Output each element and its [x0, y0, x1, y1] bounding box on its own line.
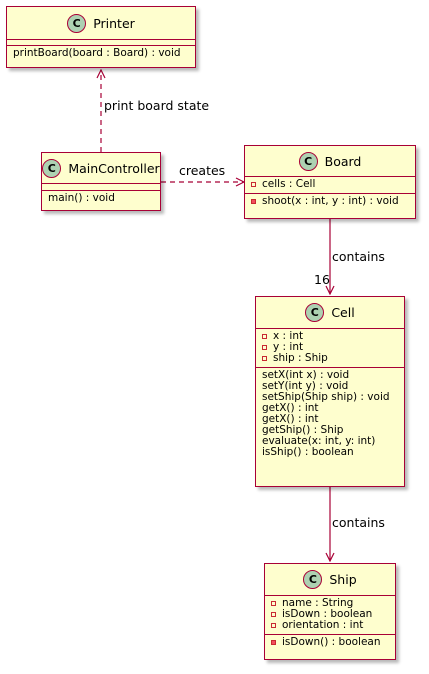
cell-contains-label: contains	[332, 515, 385, 530]
class-name: Printer	[93, 15, 135, 31]
fields-section: cells : Cell	[245, 176, 415, 193]
class-stereotype-icon: C	[303, 570, 323, 589]
method-row: setY(int y) : void	[262, 381, 398, 392]
class-header: C Printer	[7, 7, 195, 39]
board-multiplicity-label: 16	[314, 272, 330, 287]
field-row: name : String	[271, 598, 389, 609]
private-field-icon	[271, 612, 276, 617]
method-row: isShip() : boolean	[262, 447, 398, 458]
class-name: Cell	[331, 305, 355, 320]
method-label: isDown() : boolean	[282, 636, 381, 648]
class-cell[interactable]: C Cell x : int y : int ship : Ship setX(…	[255, 296, 405, 487]
fields-section: name : String isDown : boolean orientati…	[265, 595, 395, 634]
private-field-icon	[262, 345, 267, 350]
method-label: getX() : int	[262, 413, 319, 425]
methods-section: shoot(x : int, y : int) : void	[245, 193, 415, 210]
field-row: isDown : boolean	[271, 609, 389, 620]
method-row: isDown() : boolean	[271, 637, 389, 648]
class-stereotype-icon: C	[298, 151, 318, 171]
method-label: printBoard(board : Board) : void	[13, 47, 181, 59]
class-printer[interactable]: C Printer printBoard(board : Board) : vo…	[6, 6, 196, 68]
method-row: printBoard(board : Board) : void	[13, 48, 189, 59]
field-label: orientation : int	[282, 619, 364, 631]
field-row: y : int	[262, 342, 398, 353]
method-row: evaluate(x: int, y: int)	[262, 436, 398, 447]
private-method-icon	[251, 199, 256, 204]
field-row: x : int	[262, 331, 398, 342]
class-header: C MainController	[42, 153, 160, 183]
private-field-icon	[262, 334, 267, 339]
field-label: isDown : boolean	[282, 608, 373, 620]
method-row: getX() : int	[262, 414, 398, 425]
method-label: evaluate(x: int, y: int)	[262, 435, 376, 447]
private-field-icon	[271, 623, 276, 628]
fields-section: x : int y : int ship : Ship	[256, 328, 404, 367]
methods-section: isDown() : boolean	[265, 634, 395, 651]
field-label: y : int	[273, 341, 304, 353]
method-label: getX() : int	[262, 402, 319, 414]
field-row: orientation : int	[271, 620, 389, 631]
class-stereotype-icon: C	[305, 303, 325, 322]
method-row: getShip() : Ship	[262, 425, 398, 436]
method-row: setShip(Ship ship) : void	[262, 392, 398, 403]
method-label: getShip() : Ship	[262, 424, 344, 436]
class-board[interactable]: C Board cells : Cell shoot(x : int, y : …	[244, 145, 416, 219]
private-field-icon	[271, 601, 276, 606]
private-field-icon	[262, 356, 267, 361]
class-stereotype-icon: C	[42, 158, 62, 178]
method-label: shoot(x : int, y : int) : void	[262, 195, 399, 207]
method-label: isShip() : boolean	[262, 446, 354, 458]
class-stereotype-icon: C	[67, 13, 87, 33]
method-row: getX() : int	[262, 403, 398, 414]
class-name: MainController	[68, 160, 160, 176]
class-ship[interactable]: C Ship name : String isDown : boolean or…	[264, 563, 396, 660]
method-row: setX(int x) : void	[262, 370, 398, 381]
field-label: ship : Ship	[273, 352, 328, 364]
board-contains-label: contains	[332, 249, 385, 264]
private-method-icon	[271, 640, 276, 645]
method-row: shoot(x : int, y : int) : void	[251, 196, 409, 207]
class-main-controller[interactable]: C MainController main() : void	[41, 152, 161, 211]
method-row: main() : void	[48, 193, 154, 204]
print-board-state-label: print board state	[104, 98, 210, 113]
fields-section	[42, 183, 160, 190]
class-name: Ship	[329, 572, 357, 587]
creates-label: creates	[179, 163, 226, 178]
methods-section: setX(int x) : void setY(int y) : void se…	[256, 367, 404, 461]
methods-section: printBoard(board : Board) : void	[7, 45, 195, 62]
method-label: main() : void	[48, 192, 115, 204]
methods-section: main() : void	[42, 190, 160, 207]
field-row: cells : Cell	[251, 179, 409, 190]
class-name: Board	[324, 153, 362, 169]
class-header: C Ship	[265, 564, 395, 595]
method-label: setShip(Ship ship) : void	[262, 391, 390, 403]
class-header: C Cell	[256, 297, 404, 328]
field-row: ship : Ship	[262, 353, 398, 364]
class-header: C Board	[245, 146, 415, 176]
field-label: cells : Cell	[262, 178, 316, 190]
field-label: name : String	[282, 597, 354, 609]
field-label: x : int	[273, 330, 304, 342]
fields-section	[7, 39, 195, 45]
method-label: setY(int y) : void	[262, 380, 349, 392]
private-field-icon	[251, 182, 256, 187]
method-label: setX(int x) : void	[262, 369, 350, 381]
